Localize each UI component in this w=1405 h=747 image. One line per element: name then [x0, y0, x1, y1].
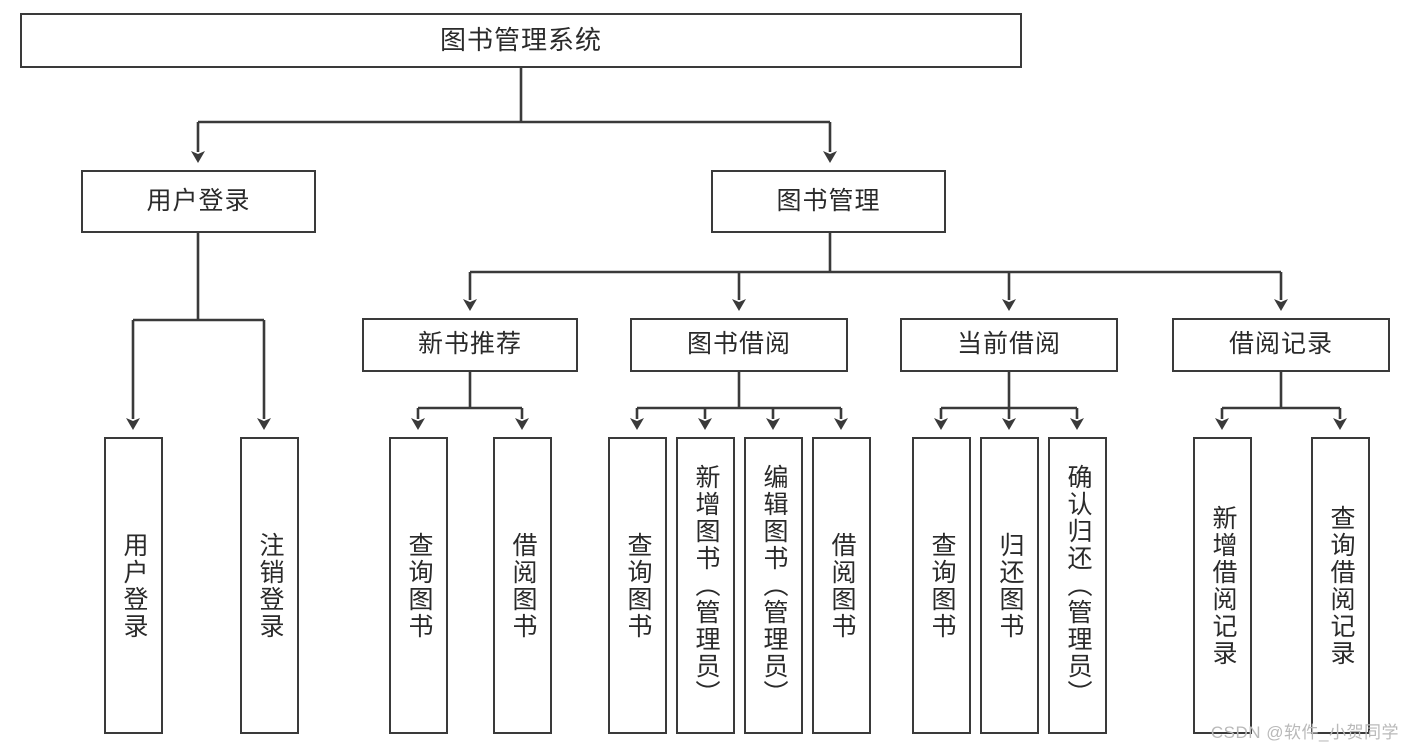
- leaf-borrow-books-borrow-label: 借阅图书: [828, 531, 856, 640]
- node-book-management[interactable]: 图书管理: [711, 170, 946, 233]
- node-borrow-records-label: 借阅记录: [1228, 330, 1333, 359]
- leaf-confirm-return-admin-label: 确认归还（管理员）: [1064, 464, 1092, 707]
- leaf-confirm-return-admin-inner: 确认归还（管理员）: [1050, 439, 1105, 732]
- leaf-borrow-books-recommendation-inner: 借阅图书: [495, 439, 550, 732]
- leaf-add-book-admin-label: 新增图书（管理员）: [692, 464, 720, 707]
- leaf-query-borrow-record-inner: 查询借阅记录: [1313, 439, 1368, 732]
- leaf-borrow-books-recommendation-label: 借阅图书: [509, 531, 537, 640]
- leaf-user-login[interactable]: 用户登录: [104, 437, 163, 734]
- node-root-book-management-system[interactable]: 图书管理系统: [20, 13, 1022, 68]
- leaf-user-login-inner: 用户登录: [106, 439, 161, 732]
- leaf-add-borrow-record[interactable]: 新增借阅记录: [1193, 437, 1252, 734]
- leaf-return-book[interactable]: 归还图书: [980, 437, 1039, 734]
- leaf-query-books-recommendation-inner: 查询图书: [391, 439, 446, 732]
- leaf-borrow-books-borrow[interactable]: 借阅图书: [812, 437, 871, 734]
- leaf-query-books-recommendation-label: 查询图书: [405, 531, 433, 640]
- leaf-logout-inner: 注销登录: [242, 439, 297, 732]
- node-book-borrow[interactable]: 图书借阅: [630, 318, 848, 372]
- node-book-borrow-label: 图书借阅: [686, 330, 791, 359]
- leaf-edit-book-admin-inner: 编辑图书（管理员）: [746, 439, 801, 732]
- leaf-query-books-current-label: 查询图书: [928, 531, 956, 640]
- leaf-edit-book-admin-label: 编辑图书（管理员）: [760, 464, 788, 707]
- leaf-add-book-admin[interactable]: 新增图书（管理员）: [676, 437, 735, 734]
- leaf-query-books-borrow-label: 查询图书: [624, 531, 652, 640]
- leaf-add-book-admin-inner: 新增图书（管理员）: [678, 439, 733, 732]
- node-borrow-records[interactable]: 借阅记录: [1172, 318, 1390, 372]
- node-current-borrow-label: 当前借阅: [956, 330, 1061, 359]
- leaf-edit-book-admin[interactable]: 编辑图书（管理员）: [744, 437, 803, 734]
- watermark: CSDN @软件_小贺同学: [1210, 723, 1399, 742]
- node-book-management-label: 图书管理: [776, 186, 881, 215]
- node-root-label: 图书管理系统: [439, 25, 602, 56]
- leaf-query-books-current[interactable]: 查询图书: [912, 437, 971, 734]
- leaf-logout-label: 注销登录: [256, 531, 284, 640]
- leaf-return-book-label: 归还图书: [996, 531, 1024, 640]
- node-new-book-recommendation[interactable]: 新书推荐: [362, 318, 578, 372]
- leaf-user-login-label: 用户登录: [120, 531, 148, 640]
- leaf-borrow-books-borrow-inner: 借阅图书: [814, 439, 869, 732]
- node-new-book-recommendation-label: 新书推荐: [417, 330, 522, 359]
- node-user-login-label: 用户登录: [146, 186, 251, 215]
- leaf-query-books-borrow-inner: 查询图书: [610, 439, 665, 732]
- leaf-add-borrow-record-label: 新增借阅记录: [1209, 504, 1237, 667]
- leaf-add-borrow-record-inner: 新增借阅记录: [1195, 439, 1250, 732]
- leaf-query-borrow-record-label: 查询借阅记录: [1327, 504, 1355, 667]
- leaf-logout[interactable]: 注销登录: [240, 437, 299, 734]
- leaf-query-books-current-inner: 查询图书: [914, 439, 969, 732]
- node-user-login[interactable]: 用户登录: [81, 170, 316, 233]
- node-current-borrow[interactable]: 当前借阅: [900, 318, 1118, 372]
- leaf-confirm-return-admin[interactable]: 确认归还（管理员）: [1048, 437, 1107, 734]
- leaf-return-book-inner: 归还图书: [982, 439, 1037, 732]
- leaf-query-borrow-record[interactable]: 查询借阅记录: [1311, 437, 1370, 734]
- leaf-query-books-borrow[interactable]: 查询图书: [608, 437, 667, 734]
- leaf-query-books-recommendation[interactable]: 查询图书: [389, 437, 448, 734]
- leaf-borrow-books-recommendation[interactable]: 借阅图书: [493, 437, 552, 734]
